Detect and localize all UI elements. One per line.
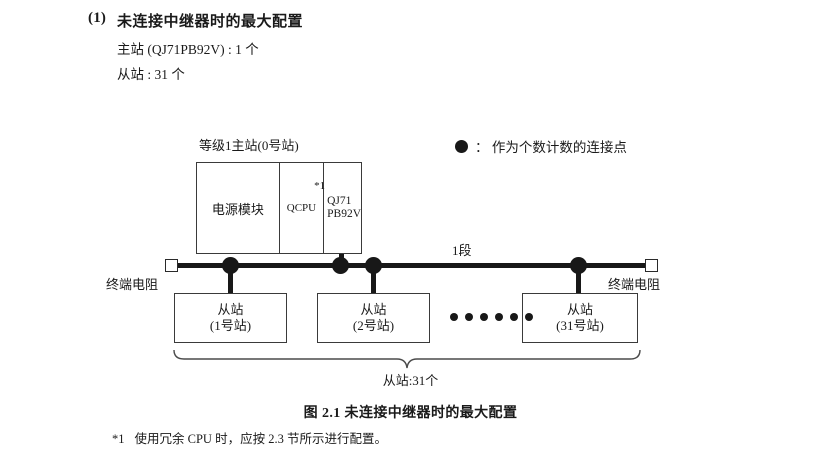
drop-line-slave-2 [371,267,376,294]
connection-node-master [332,257,349,274]
qj71pb92v-line1: QJ71 [327,194,352,207]
ellipsis-dot [465,313,473,321]
filled-circle-icon [455,139,468,153]
footnote-marker: *1 [314,180,326,192]
ellipsis-dot [480,313,488,321]
slave-31-station: (31号站) [556,318,604,333]
ellipsis-dot [525,313,533,321]
master-station-box: 电源模块 QCPU *1 QJ71 PB92V [196,162,362,254]
brace-icon [173,349,641,369]
footnote: *1 使用冗余 CPU 时，应按 2.3 节所示进行配置。 [112,428,387,447]
slave-group-label-text: 从站:31个 [382,373,439,388]
terminal-resistor-icon-right [645,258,658,272]
qj71pb92v-line2: PB92V [327,208,361,220]
legend: ： 作为个数计数的连接点 [455,136,627,156]
ellipsis-dots [450,313,533,321]
slave-2-station: (2号站) [352,318,395,333]
bus-trunk-line [176,263,652,268]
page-title: 未连接中继器时的最大配置 [117,14,304,30]
ellipsis-dot [495,313,503,321]
connection-node-slave-31 [570,257,587,274]
terminal-resistor-label-left: 终端电阻 [106,277,159,292]
slave-1-station: (1号站) [209,318,252,333]
segment-label: 1段 [452,243,472,258]
spec-master-count: 主站 (QJ71PB92V) : 1 个 [117,42,259,57]
qcpu-label: QCPU [286,202,317,214]
footnote-marker-label: *1 [112,432,125,446]
qj71pb92v-label: QJ71 PB92V [324,195,361,221]
drop-line-slave-31 [576,267,581,294]
slave-station-box-31: 从站 (31号站) [522,293,638,343]
terminal-resistor-icon-left [165,258,178,272]
slave-31-name: 从站 [566,301,593,317]
connection-node-slave-1 [222,257,239,274]
slave-group-label: 从站:31个 [0,370,821,389]
slave-1-name: 从站 [217,301,244,317]
slave-station-box-2: 从站 (2号站) [317,293,430,343]
drop-line-slave-1 [228,267,233,294]
spec-slave-count: 从站 : 31 个 [117,67,185,82]
slave-group-brace [172,348,642,370]
connection-node-slave-2 [365,257,382,274]
master-cell-power-module: 电源模块 [197,163,280,253]
heading-number: (1) [88,10,107,26]
master-cell-qcpu: QCPU *1 [280,163,326,253]
power-module-label: 电源模块 [211,201,264,217]
legend-label: ： 作为个数计数的连接点 [475,140,627,155]
slave-station-box-1: 从站 (1号站) [174,293,287,343]
ellipsis-dot [450,313,458,321]
slave-2-name: 从站 [360,301,387,317]
terminal-resistor-label-right: 终端电阻 [608,277,661,292]
figure-caption: 图 2.1 未连接中继器时的最大配置 [303,406,518,421]
master-station-caption: 等级1主站(0号站) [199,138,299,153]
footnote-text: 使用冗余 CPU 时，应按 2.3 节所示进行配置。 [134,432,387,446]
master-cell-qj71pb92v: QJ71 PB92V [324,163,361,253]
ellipsis-dot [510,313,518,321]
